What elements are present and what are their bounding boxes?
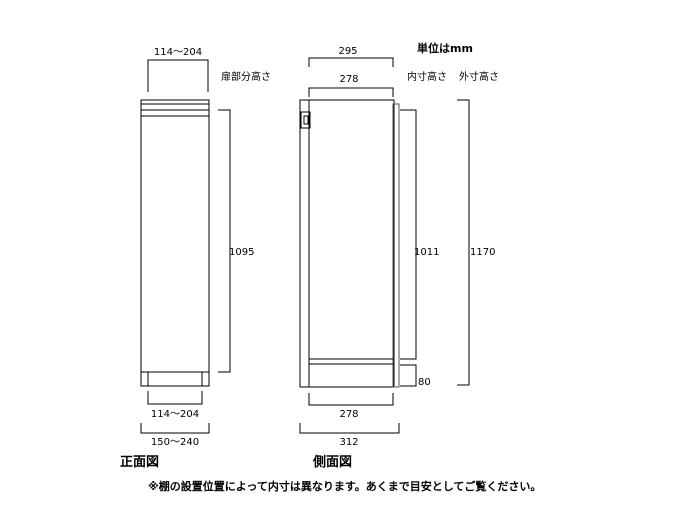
side-inner-depth-bottom-dimension: 278	[308, 393, 394, 420]
outer-height-label: 外寸高さ	[459, 70, 499, 83]
side-inner-depth-top-value: 278	[339, 74, 358, 85]
front-view-title: 正面図	[120, 455, 159, 470]
front-outer-width-dimension: 150～240	[140, 423, 210, 448]
front-inner-width-dimension: 114～204	[147, 391, 203, 420]
outer-height-value: 1170	[470, 247, 495, 258]
side-view-title: 側面図	[312, 454, 352, 470]
inner-height-label: 内寸高さ	[407, 70, 447, 83]
side-inner-depth-top-dimension: 278	[308, 74, 394, 97]
door-height-value: 1095	[229, 247, 254, 258]
side-inner-depth-bottom-value: 278	[339, 409, 358, 420]
front-top-width-label: 114～204	[154, 47, 202, 58]
inner-height-value: 1011	[414, 247, 439, 258]
unit-label: 単位はmm	[417, 41, 473, 55]
front-cabinet	[140, 99, 210, 387]
side-outer-depth-bottom-dimension: 312	[299, 423, 400, 448]
base-height-dimension: 80	[400, 364, 431, 388]
base-height-value: 80	[418, 377, 431, 388]
front-inner-width-value: 114～204	[151, 409, 199, 420]
front-top-width-dimension: 114～204	[147, 47, 209, 92]
front-view: 114～204 扉部分高さ 1095 114～204 150～240	[120, 47, 271, 470]
inner-height-dimension: 1011	[400, 109, 439, 360]
door-height-label: 扉部分高さ	[221, 70, 271, 83]
side-view: 単位はmm 295 278 内寸高さ 外寸高さ	[299, 41, 499, 470]
outer-height-dimension: 1170	[457, 99, 495, 386]
front-outer-width-value: 150～240	[151, 437, 199, 448]
side-outer-depth-top-dimension: 295	[308, 46, 394, 67]
side-outer-depth-top-value: 295	[338, 46, 357, 57]
hinge-icon	[300, 111, 311, 129]
door-height-dimension: 1095	[218, 109, 254, 373]
installation-note: ※棚の設置位置によって内寸は異なります。あくまで目安としてご覧ください。	[148, 479, 541, 493]
side-cabinet	[299, 99, 400, 388]
side-outer-depth-bottom-value: 312	[339, 437, 358, 448]
